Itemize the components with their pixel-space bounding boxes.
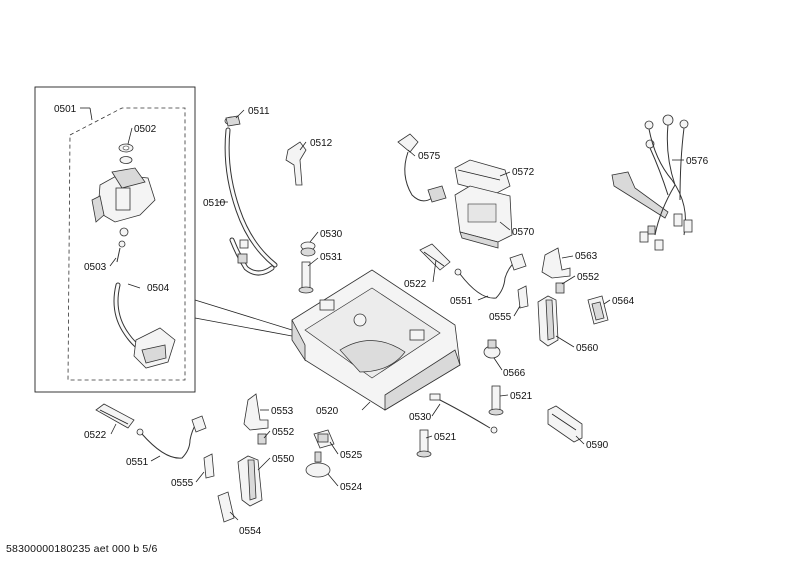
part-0512-bracket [285,141,307,186]
label-0522-upper: 0522 [404,279,427,290]
part-0530-nut [300,241,316,257]
part-0572-cover [454,159,511,195]
label-0524: 0524 [340,482,363,493]
label-0551-lower: 0551 [126,457,149,468]
document-footer-code: 58300000180235 aet 000 b 5/6 [6,543,158,555]
label-0520: 0520 [316,406,339,417]
label-0566: 0566 [503,368,526,379]
part-0510-hose [224,127,278,276]
part-0576-harness [611,114,693,251]
label-0560: 0560 [576,343,599,354]
part-0560-bracket [537,295,559,347]
label-0501: 0501 [54,104,77,115]
label-0510: 0510 [203,198,226,209]
frame-leader-top [194,299,293,331]
part-0590-plate [547,405,583,443]
label-0511: 0511 [248,106,270,117]
part-0550-bracket [237,455,263,507]
part-0552-spring-lower [257,433,267,445]
part-0522-heater-lower [95,403,135,429]
part-0520-base [291,269,461,411]
label-0576: 0576 [686,156,709,167]
label-0530-lower: 0530 [409,412,432,423]
part-0530-sensor [429,393,498,434]
part-0521-screw-lower [416,429,432,458]
label-0522-lower: 0522 [84,430,107,441]
part-0555-clip-lower [203,453,215,479]
label-0563: 0563 [575,251,598,262]
detail-frame [34,86,196,393]
part-0566-pump [483,339,501,359]
part-0555-clip-upper [517,285,529,309]
part-0552-spring-upper [555,282,565,294]
label-0521-right: 0521 [510,391,533,402]
part-0524-cap [305,451,331,478]
part-0570-dispenser [454,185,513,249]
label-0572: 0572 [512,167,535,178]
label-0554: 0554 [239,526,262,537]
label-0552-upper: 0552 [577,272,600,283]
label-0555-lower: 0555 [171,478,194,489]
part-0554-clip [217,491,235,523]
label-0555-upper: 0555 [489,312,512,323]
part-labels: 0501 0502 0503 0504 0511 0510 0512 0530 … [54,104,709,537]
frame-leader-bottom [194,317,293,337]
part-0502-ring [118,143,134,164]
label-0553: 0553 [271,406,294,417]
part-0563-bracket [541,247,571,279]
part-0551-sensor-lower [136,415,207,459]
label-0521-lower: 0521 [434,432,457,443]
label-0575: 0575 [418,151,441,162]
part-0525-connector [313,429,335,449]
label-0550: 0550 [272,454,295,465]
part-0522-heater-upper [419,243,451,271]
part-0553-bracket [243,393,269,431]
label-0531: 0531 [320,252,343,263]
part-0501-valve [91,167,156,263]
label-0502: 0502 [134,124,157,135]
part-0531-screw [298,261,314,294]
label-0570: 0570 [512,227,535,238]
label-0504: 0504 [147,283,170,294]
part-0504-hose [113,282,176,369]
part-0575-cable [397,133,447,203]
label-0552-lower: 0552 [272,427,295,438]
label-0551-upper: 0551 [450,296,473,307]
label-0530-upper: 0530 [320,229,343,240]
part-0551-sensor-upper [454,253,527,299]
label-0564: 0564 [612,296,635,307]
part-0564-connector [587,295,609,325]
part-0521-screw-right [488,385,504,416]
label-0525: 0525 [340,450,363,461]
label-0512: 0512 [310,138,333,149]
label-0590: 0590 [586,440,609,451]
leader-lines [80,107,684,521]
label-0503: 0503 [84,262,107,273]
part-0511-clip [224,115,241,127]
